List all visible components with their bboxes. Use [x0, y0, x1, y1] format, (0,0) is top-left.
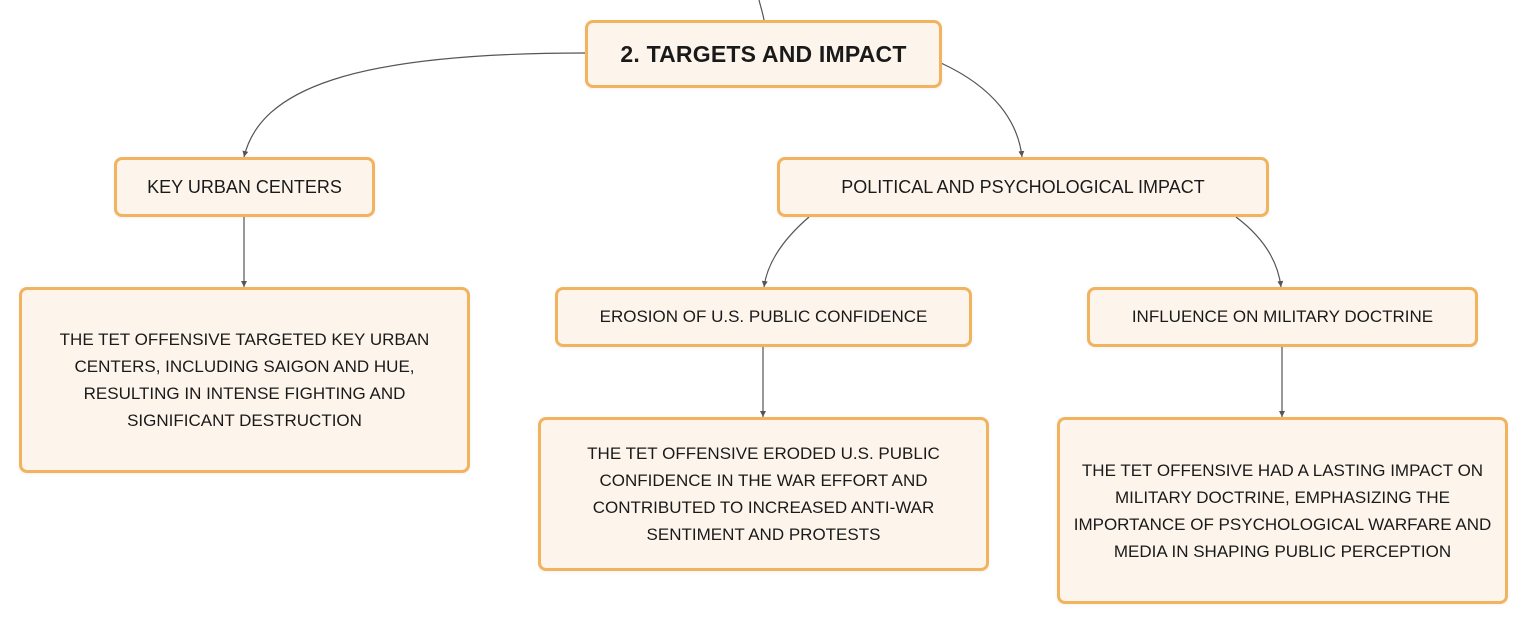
topic-node-key-urban-centers[interactable]: KEY URBAN CENTERS [114, 157, 375, 217]
detail-node-influence[interactable]: THE TET OFFENSIVE HAD A LASTING IMPACT O… [1057, 417, 1508, 604]
subtopic-node-label: INFLUENCE ON MILITARY DOCTRINE [1131, 307, 1434, 326]
connector-political-impact-to-influence [1235, 216, 1284, 288]
detail-node-key-urban-centers[interactable]: THE TET OFFENSIVE TARGETED KEY URBAN CEN… [19, 287, 470, 473]
detail-node-text: THE TET OFFENSIVE ERODED U.S. PUBLIC CON… [587, 444, 940, 544]
detail-node-text: THE TET OFFENSIVE TARGETED KEY URBAN CEN… [59, 330, 430, 430]
subtopic-node-label: EROSION OF U.S. PUBLIC CONFIDENCE [599, 307, 928, 326]
subtopic-node-erosion[interactable]: EROSION OF U.S. PUBLIC CONFIDENCE [555, 287, 972, 347]
root-node[interactable]: 2. TARGETS AND IMPACT [585, 20, 942, 88]
connector-root-to-key-urban-centers [242, 52, 586, 158]
detail-node-text: THE TET OFFENSIVE HAD A LASTING IMPACT O… [1073, 460, 1492, 561]
topic-node-label: KEY URBAN CENTERS [147, 176, 342, 197]
topic-node-political-impact[interactable]: POLITICAL AND PSYCHOLOGICAL IMPACT [777, 157, 1269, 217]
connector-root-to-political-impact [940, 62, 1025, 158]
connector-incoming-root [758, 0, 765, 21]
connector-political-impact-to-erosion [761, 216, 810, 288]
topic-node-label: POLITICAL AND PSYCHOLOGICAL IMPACT [841, 176, 1205, 197]
root-node-label: 2. TARGETS AND IMPACT [620, 40, 907, 67]
subtopic-node-influence[interactable]: INFLUENCE ON MILITARY DOCTRINE [1087, 287, 1478, 347]
detail-node-erosion[interactable]: THE TET OFFENSIVE ERODED U.S. PUBLIC CON… [538, 417, 989, 571]
